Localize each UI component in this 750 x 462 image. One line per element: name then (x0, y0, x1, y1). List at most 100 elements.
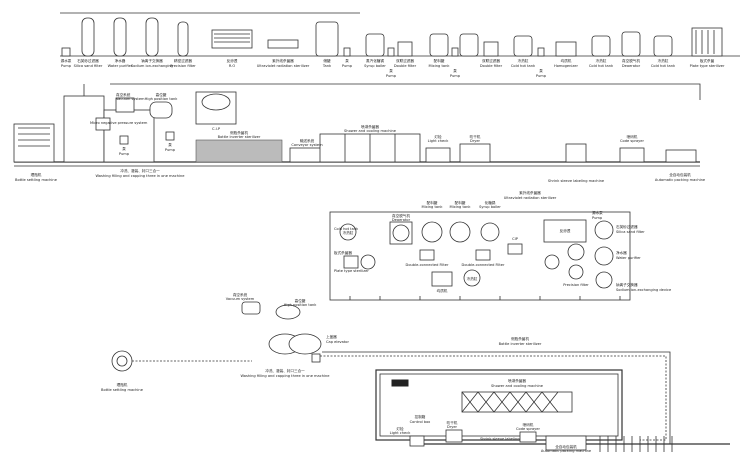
sterilizer-label-cn: 侧瓶杀菌机 (230, 130, 248, 135)
plan-sand-filter-icon (594, 220, 614, 240)
vacuum-label-cn: 真空系统 (116, 92, 131, 97)
light-check-icon (425, 147, 451, 163)
precision-filter-icon (177, 21, 189, 57)
plan-precision-2-icon (568, 264, 584, 280)
plan-uv-en: Ultraviolet radiation sterilizer (504, 196, 557, 200)
high-tank-icon (149, 101, 173, 119)
top-label-cn: 配料罐 (434, 58, 445, 63)
light-label-cn: 灯检 (434, 134, 442, 139)
plan-cold-hot-2-icon (360, 254, 376, 270)
control-box-icon (391, 379, 409, 387)
plan-cip: CIP (512, 237, 519, 241)
sterilizer-label-en: Bottle inverter sterilizer (218, 135, 261, 139)
storage-tank-icon (315, 21, 339, 57)
top-label-cn: 钠离子交换器 (141, 58, 163, 63)
top-label-en: Sodium ion-exchanging (131, 64, 173, 68)
filling-label-en: Washing filling and capping three in one… (95, 174, 185, 178)
code-label-en: Code sprayer (620, 139, 645, 143)
top-label-en: Double filter (480, 64, 503, 68)
plate-sterilizer-icon (691, 27, 723, 57)
plan-plate-sterilizer-icon (343, 255, 359, 269)
line-settling-cn: 理瓶机 (117, 382, 128, 387)
double-filter-icon (397, 41, 413, 57)
top-label-en: Pump (450, 74, 461, 78)
top-equipment-labels: 源水泵 Pump 石英砂过滤器 Silica sand filter 净水器 W… (61, 58, 725, 78)
mixing-pump-icon (451, 47, 459, 57)
top-label-en: R.O (229, 64, 236, 68)
plan-mix2-cn: 配料罐 (455, 200, 466, 205)
plan-pump-cn: 源水泵 (592, 210, 603, 215)
plan-sand-en: Silica sand filter (616, 230, 645, 234)
micro-label-en: Micro negative pressure system (90, 121, 148, 125)
plan-cip-icon (507, 243, 523, 255)
top-label-cn: 双联过滤器 (482, 58, 500, 63)
top-label-cn: 均质机 (561, 58, 572, 63)
plan-double1: Double-connected Filter (406, 263, 449, 267)
packing-label-cn: 全自动包装机 (669, 172, 691, 177)
plan-deaerator-en: Deaerator (392, 218, 411, 222)
top-label-en: Ultraviolet radiation sterilizer (257, 64, 310, 68)
top-label-cn: 储罐 (323, 58, 331, 63)
top-label-cn: 冷热缸 (658, 58, 669, 63)
line-cap-en: Cap elevator (326, 340, 349, 344)
vacuum-label-en: Vacuum system (116, 97, 145, 101)
line-light-en: Light check (390, 431, 412, 435)
line-dryer-cn: 吹干机 (447, 420, 458, 425)
conveyor-icon (289, 147, 325, 163)
vacuum-system-icon (115, 97, 135, 113)
line-packing-en: Automatic packing machine (541, 449, 592, 453)
line-shrink-en: Shrink sleeve labeling (480, 437, 520, 441)
plan-double2: Double-connected Filter (462, 263, 505, 267)
line-inverter-cn: 侧瓶杀菌机 (511, 336, 529, 341)
plan-precision-icon (567, 243, 585, 261)
cip-label: C.I.P (212, 127, 221, 131)
plan-deaerator-cn: 真空脱气机 (392, 213, 410, 218)
pump-label-en: Pump (119, 152, 130, 156)
bottling-layout (111, 301, 730, 452)
top-label-en: Homogenizer (554, 64, 578, 68)
code-sprayer-icon (619, 147, 645, 163)
conveyor-label-en: Conveyor system (291, 143, 323, 147)
plan-boiler-en: Syrup boiler (479, 205, 501, 209)
tank-pump-icon (343, 47, 351, 57)
mixing-tank-icon (429, 33, 449, 57)
cap-elevator-icon (311, 353, 321, 363)
top-equipment-row (60, 12, 740, 57)
cold-pump-icon (537, 47, 545, 57)
mid-labels: 真空系统 Vacuum system Micro negative pressu… (15, 92, 706, 183)
dryer-label-cn: 吹干机 (470, 134, 481, 139)
plan-homog-cn: 均质机 (437, 288, 448, 293)
settling-machine-icon (13, 123, 55, 163)
line-control-cn: 控制箱 (415, 414, 426, 419)
top-label-en: Mixing tank (429, 64, 451, 68)
line-vacuum-cn: 真空系统 (233, 292, 248, 297)
filling-machine-body-icon (103, 109, 155, 163)
plan-cold-hot-3-icon (463, 269, 481, 287)
line-code-cn: 喷码机 (523, 422, 534, 427)
dryer-plan-icon (445, 429, 463, 443)
double-filter-2-icon (483, 41, 499, 57)
top-label-cn: 泵 (389, 68, 393, 73)
plan-mix2-en: Mixing tank (450, 205, 472, 209)
line-high-en: High position tank (284, 303, 318, 307)
plan-coldhot-en: Cold hot tank (334, 227, 359, 231)
plan-uv-cn: 紫外线杀菌器 (519, 190, 541, 195)
top-label-cn: 精密过滤器 (174, 58, 192, 63)
line-inverter-en: Bottle inverter sterilizer (499, 342, 542, 346)
pump-icon (119, 135, 129, 145)
plan-mixing-tank-2-icon (449, 221, 471, 243)
packing-plan-icon (545, 435, 587, 451)
top-label-en: Water purifier (108, 64, 133, 68)
packing-machine-icon (665, 149, 697, 163)
high-tank-label-en: High position tank (145, 97, 179, 101)
cold-hot-tank-3-icon (653, 35, 673, 57)
sodium-exchanger-icon (145, 17, 159, 57)
line-shower-en: Shower and cooling machine (491, 384, 544, 388)
syrup-boiler-icon (365, 33, 385, 57)
top-label-cn: 石英砂过滤器 (77, 58, 99, 63)
top-label-en: Syrup boiler (364, 64, 386, 68)
homogenizer-icon (555, 41, 577, 57)
top-label-en: Silica sand filter (74, 64, 103, 68)
top-label-en: Cold hot tank (651, 64, 676, 68)
